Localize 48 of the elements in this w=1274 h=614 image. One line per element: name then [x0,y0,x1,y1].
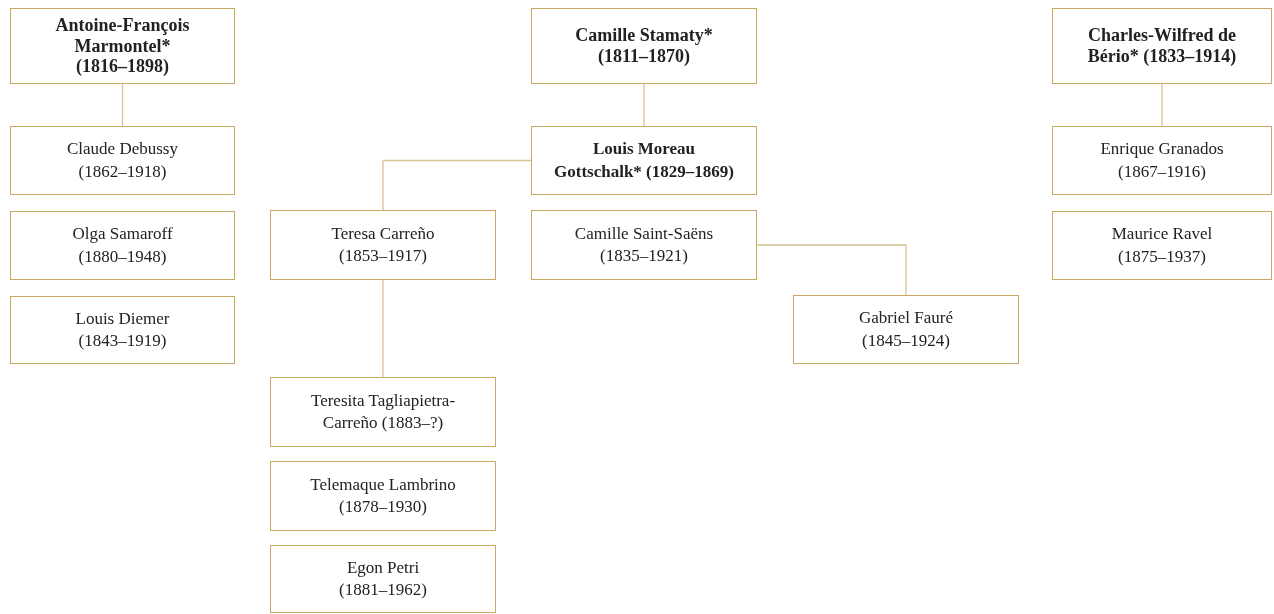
person-name: (1878–1930) [339,496,427,518]
person-name: (1862–1918) [78,160,167,183]
person-name: (1845–1924) [862,329,950,352]
person-name: (1867–1916) [1118,160,1206,183]
person-name: (1843–1919) [78,330,167,352]
name-box [531,210,757,280]
name-box [270,461,496,531]
name-box [10,211,235,280]
name-box [793,295,1019,364]
name-box [10,126,235,195]
person-name: Antoine-François Marmontel* [54,14,191,57]
connector-line [121,83,124,127]
connector-line [382,279,384,378]
person-name: Charles-Wilfred de Bério* (1833–1914) [1086,25,1238,67]
name-box [270,545,496,613]
person-name: (1880–1948) [78,245,167,268]
name-box [531,126,757,195]
person-name: Olga Samaroff [72,223,173,246]
person-name: Enrique Granados [1100,138,1224,161]
person-name: (1835–1921) [600,245,688,267]
person-name: (1811–1870) [598,46,690,67]
name-box [270,210,496,280]
connector-line [382,159,532,211]
person-name: Teresita Tagliapietra-Carreño (1883–?) [309,389,457,434]
person-name: Telemaque Lambrino [310,473,456,496]
name-box [10,8,235,84]
person-name: Claude Debussy [67,138,178,161]
person-name: (1853–1917) [339,245,427,267]
name-box [10,296,235,364]
connector-line [643,83,645,127]
person-name: (1881–1962) [339,579,427,601]
name-box [1052,126,1272,195]
person-name: Louis Moreau Gottschalk* (1829–1869) [553,138,735,183]
person-name: Egon Petri [346,556,420,579]
person-name: (1875–1937) [1118,245,1206,268]
person-name: Maurice Ravel [1111,223,1213,246]
name-box [531,8,757,84]
person-name: Camille Saint-Saëns [574,222,714,245]
name-box [270,377,496,447]
person-name: (1816–1898) [76,56,169,78]
connector-line [756,244,907,296]
person-name: Gabriel Fauré [859,307,953,330]
connector-line [1161,83,1163,127]
person-name: Teresa Carreño [331,222,435,245]
person-name: Louis Diemer [75,307,170,330]
person-name: Camille Stamaty* [575,25,713,46]
name-box [1052,8,1272,84]
name-box [1052,211,1272,280]
